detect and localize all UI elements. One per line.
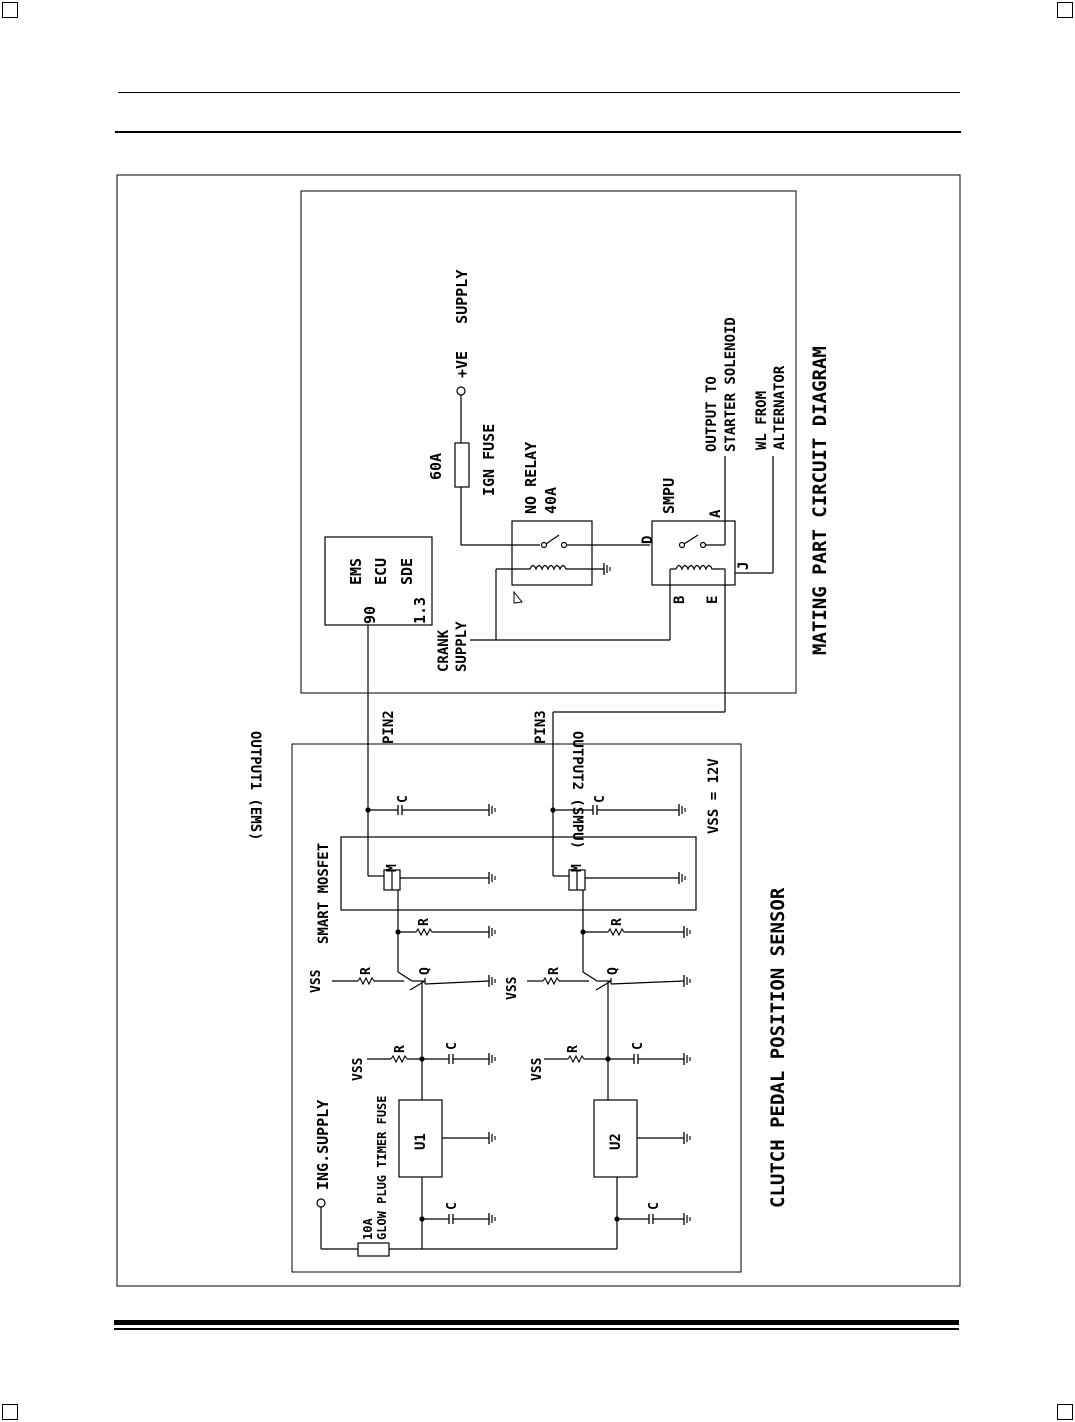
c-label-2: C bbox=[593, 795, 608, 803]
r-label-6: R bbox=[566, 1045, 581, 1053]
r-label-2: R bbox=[610, 918, 625, 926]
relay-name-label: NO RELAY bbox=[522, 442, 540, 514]
c-label-4: C bbox=[631, 1042, 646, 1050]
output-starter-label-1: OUTPUT TO bbox=[704, 376, 720, 452]
m-label-1: M bbox=[385, 864, 400, 872]
u1-label: U1 bbox=[413, 1133, 429, 1150]
sensor-labels: CLUTCH PEDAL POSITION SENSOR OUTPUT1 (EM… bbox=[247, 710, 789, 1240]
ecu-label-3: SDE bbox=[398, 558, 416, 585]
r-label-1: R bbox=[417, 918, 432, 926]
c-label-1: C bbox=[396, 795, 411, 803]
relay-rating-label: 40A bbox=[542, 487, 560, 514]
fuse-name-label: IGN FUSE bbox=[480, 424, 498, 496]
q-label-1: Q bbox=[418, 967, 433, 975]
crop-mark-bottom-right bbox=[1057, 1404, 1073, 1420]
vss-label-1: VSS bbox=[309, 969, 324, 993]
glow-fuse-name-label: GLOW PLUG TIMER FUSE bbox=[375, 1096, 389, 1241]
pin-e-label: E bbox=[705, 596, 721, 604]
ign-fuse bbox=[454, 442, 470, 488]
output2-label: OUTPUT2 (SMPU) bbox=[569, 731, 585, 849]
q-label-2: Q bbox=[606, 967, 621, 975]
c-label-6: C bbox=[647, 1202, 662, 1210]
glow-fuse-rating-label: 10A bbox=[361, 1218, 375, 1240]
crank-label-1: CRANK bbox=[436, 629, 452, 672]
pin2-label: PIN2 bbox=[381, 710, 397, 744]
header-rule-top bbox=[118, 92, 960, 93]
pin-d-label: D bbox=[640, 536, 656, 544]
header-rule-bottom bbox=[115, 131, 961, 133]
mating-labels: MATING PART CIRCUIT DIAGRAM +VE SUPPLY 6… bbox=[347, 270, 831, 672]
pin-j-label: J bbox=[736, 562, 752, 570]
glow-plug-fuse bbox=[357, 1242, 390, 1257]
c-label-3: C bbox=[445, 1042, 460, 1050]
no-relay-box bbox=[511, 520, 593, 586]
ecu-label-1: EMS bbox=[347, 558, 365, 585]
r-label-5: R bbox=[393, 1045, 408, 1053]
ecu-label-2: ECU bbox=[372, 558, 390, 585]
warning-triangle-icon bbox=[513, 590, 523, 604]
fuse-rating-label: 60A bbox=[427, 453, 445, 480]
m-label-2: M bbox=[570, 864, 585, 872]
ing-supply-terminal bbox=[316, 1198, 326, 1208]
smpu-label: SMPU bbox=[660, 478, 678, 514]
drawing-frame bbox=[116, 174, 961, 1287]
smart-mosfet-box bbox=[340, 836, 697, 911]
c-label-5: C bbox=[445, 1202, 460, 1210]
r-label-4: R bbox=[547, 967, 562, 975]
pin3-label: PIN3 bbox=[533, 710, 549, 744]
mating-part-circuit bbox=[300, 190, 797, 876]
r-label-3: R bbox=[359, 967, 374, 975]
smpu-box bbox=[651, 520, 736, 586]
vss-label-3: VSS bbox=[351, 1057, 366, 1081]
u2-label: U2 bbox=[608, 1133, 624, 1150]
wl-label-1: WL FROM bbox=[754, 391, 770, 450]
footer-rule-thin bbox=[114, 1328, 959, 1330]
vss-label-4: VSS bbox=[530, 1057, 545, 1081]
crop-mark-bottom-left bbox=[2, 1404, 18, 1420]
output-starter-label-2: STARTER SOLENOID bbox=[723, 317, 739, 452]
output1-label: OUTPUT1 (EMS) bbox=[247, 731, 263, 841]
sensor-title: CLUTCH PEDAL POSITION SENSOR bbox=[767, 887, 789, 1208]
ing-supply-label: ING.SUPPLY bbox=[314, 1100, 332, 1190]
ems-ecu-box bbox=[324, 536, 433, 626]
sensor-circuit bbox=[291, 712, 742, 1273]
vss-eq-label: VSS = 12V bbox=[706, 758, 722, 834]
pin-a-label: A bbox=[708, 509, 724, 518]
crank-label-2: SUPPLY bbox=[454, 621, 470, 672]
crop-mark-top-right bbox=[1057, 2, 1073, 18]
crop-mark-top-left bbox=[2, 2, 18, 18]
vss-label-2: VSS bbox=[505, 976, 520, 1000]
ecu-ver-label: 1.3 bbox=[411, 597, 429, 624]
wl-label-2: ALTERNATOR bbox=[772, 365, 788, 450]
supply-label: +VE SUPPLY bbox=[453, 270, 471, 378]
mating-title: MATING PART CIRCUIT DIAGRAM bbox=[809, 346, 831, 655]
supply-terminal bbox=[456, 386, 466, 396]
pin-b-label: B bbox=[672, 596, 688, 604]
ecu-pin-label: 90 bbox=[361, 606, 379, 624]
smart-mosfet-label: SMART MOSFET bbox=[316, 843, 332, 944]
footer-rule-thick bbox=[114, 1320, 959, 1325]
